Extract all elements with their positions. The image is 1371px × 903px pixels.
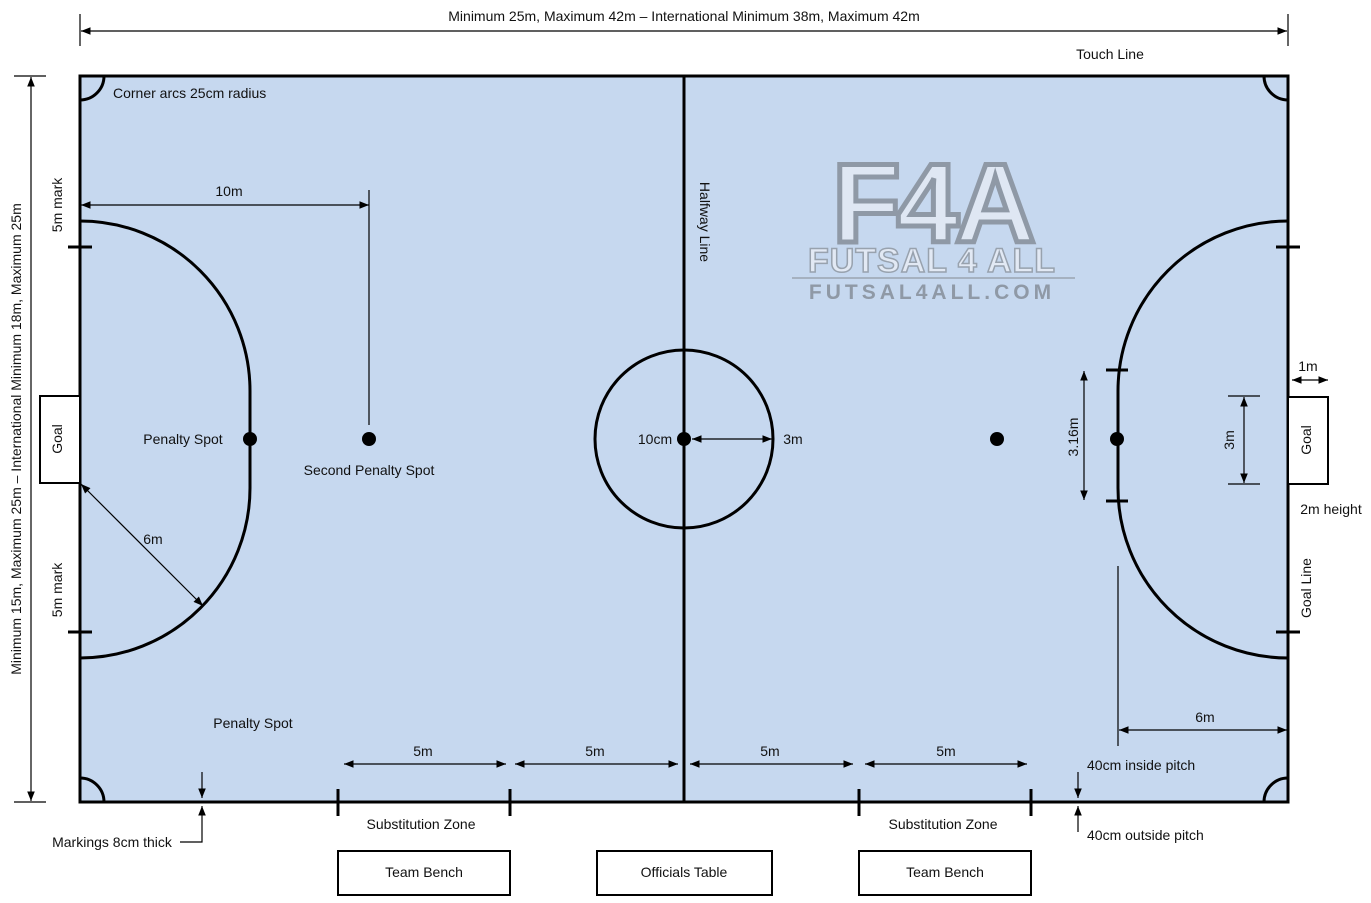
futsal4all-logo: F4A FUTSAL 4 ALL FUTSAL4ALL.COM	[792, 139, 1075, 304]
substitution-zone-label-right: Substitution Zone	[889, 816, 998, 832]
goal-label-left: Goal	[49, 424, 65, 454]
officials-table-label: Officials Table	[641, 864, 728, 880]
goal-line-label: Goal Line	[1298, 558, 1314, 618]
five-m-mark-label-bottom: 5m mark	[49, 562, 65, 617]
team-bench-label-right: Team Bench	[906, 864, 984, 880]
touch-line-label: Touch Line	[1076, 46, 1144, 62]
halfway-line-label: Halfway Line	[697, 182, 713, 262]
officials-table	[596, 850, 773, 896]
three-m-label-centre: 3m	[783, 431, 802, 447]
three-sixteen-m-label: 3.16m	[1065, 418, 1081, 457]
centre-spot	[677, 432, 691, 446]
team-bench-left	[337, 850, 511, 896]
corner-arc-bottom-right	[1262, 776, 1289, 803]
centre-circle	[593, 348, 775, 530]
team-bench-label-left: Team Bench	[385, 864, 463, 880]
pitch-markings	[39, 74, 1329, 816]
goal-left	[39, 395, 81, 484]
dimension-lines	[14, 14, 1328, 843]
goal-label-right: Goal	[1298, 425, 1314, 455]
penalty-spot-label-bottom: Penalty Spot	[213, 715, 292, 731]
second-penalty-spot-right	[990, 432, 1004, 446]
length-label: Minimum 25m, Maximum 42m – International…	[448, 8, 919, 24]
five-m-label-1: 5m	[413, 743, 432, 759]
six-m-label-left: 6m	[143, 531, 162, 547]
corner-arc-bottom-left	[79, 776, 106, 803]
five-m-label-4: 5m	[936, 743, 955, 759]
five-m-mark-label-top: 5m mark	[49, 177, 65, 232]
second-penalty-spot-left	[362, 432, 376, 446]
ten-cm-label: 10cm	[638, 431, 672, 447]
corner-arc-top-left	[79, 75, 106, 102]
markings-leader	[180, 806, 206, 843]
penalty-spot-left	[243, 432, 257, 446]
five-m-label-3: 5m	[760, 743, 779, 759]
one-m-label: 1m	[1298, 358, 1317, 374]
goal-right	[1287, 396, 1329, 485]
width-label: Minimum 15m, Maximum 25m – International…	[8, 203, 24, 674]
six-m-radius-arrow	[80, 483, 204, 607]
forty-inside-label: 40cm inside pitch	[1087, 757, 1195, 773]
two-m-height-label: 2m height	[1300, 501, 1362, 517]
corner-arcs-label: Corner arcs 25cm radius	[113, 85, 266, 101]
team-bench-right	[858, 850, 1032, 896]
logo-f4a: F4A	[832, 141, 1033, 266]
forty-outside-label: 40cm outside pitch	[1087, 827, 1204, 843]
penalty-spot-label: Penalty Spot	[143, 431, 222, 447]
labels: Minimum 25m, Maximum 42m – International…	[8, 8, 1362, 880]
five-m-label-2: 5m	[585, 743, 604, 759]
corner-arc-top-right	[1262, 75, 1289, 102]
second-penalty-spot-label: Second Penalty Spot	[304, 462, 435, 478]
three-m-label-goal: 3m	[1221, 430, 1237, 449]
markings-label: Markings 8cm thick	[52, 834, 173, 850]
ten-m-label: 10m	[215, 183, 242, 199]
six-m-label-right: 6m	[1195, 709, 1214, 725]
penalty-spot-right	[1110, 432, 1124, 446]
logo-futsal-4-all: FUTSAL 4 ALL	[808, 242, 1056, 280]
substitution-zone-label-left: Substitution Zone	[367, 816, 476, 832]
logo-url: FUTSAL4ALL.COM	[809, 281, 1055, 304]
